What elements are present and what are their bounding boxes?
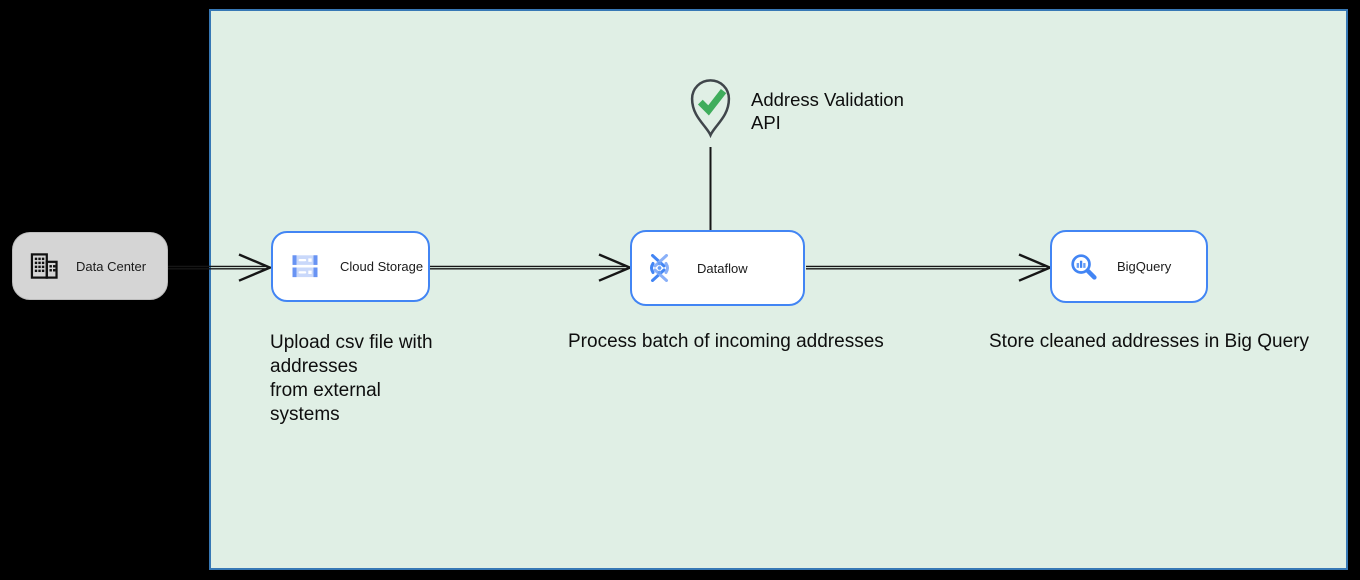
building-icon — [30, 253, 58, 279]
map-pin-check-icon[interactable] — [688, 76, 733, 138]
node-dataflow[interactable]: Dataflow — [630, 230, 805, 306]
node-data-center[interactable]: Data Center — [12, 232, 168, 300]
node-bigquery[interactable]: BigQuery — [1050, 230, 1208, 303]
node-dataflow-label: Dataflow — [697, 260, 748, 276]
caption-dataflow: Process batch of incoming addresses — [568, 331, 884, 352]
node-cloud-storage[interactable]: Cloud Storage — [271, 231, 430, 302]
node-data-center-label: Data Center — [76, 258, 147, 274]
cloud-storage-icon — [292, 254, 318, 279]
caption-bigquery: Store cleaned addresses in Big Query — [989, 331, 1310, 352]
caption-cloud-storage: Upload csv file with addresses from exte… — [270, 332, 433, 425]
node-cloud-storage-label: Cloud Storage — [340, 259, 424, 274]
node-bigquery-label: BigQuery — [1117, 259, 1172, 274]
bigquery-icon — [1070, 253, 1097, 280]
dataflow-icon — [647, 254, 672, 282]
address-validation-api-label: Address Validation API — [751, 89, 904, 133]
